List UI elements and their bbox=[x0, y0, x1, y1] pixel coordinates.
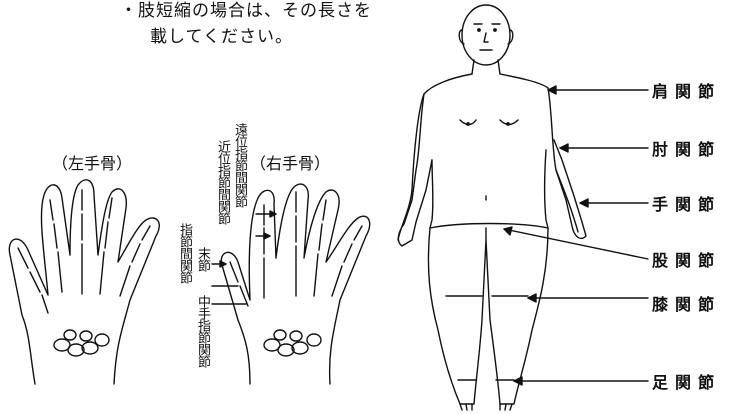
body-figure bbox=[398, 5, 586, 410]
left-hand-skeleton bbox=[9, 180, 159, 384]
right-hand-skeleton bbox=[212, 184, 370, 384]
